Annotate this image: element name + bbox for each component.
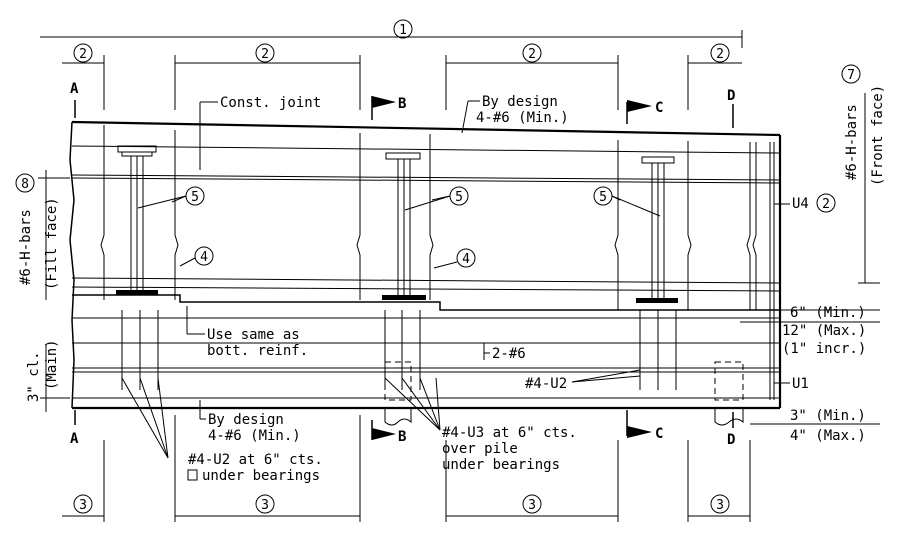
stirrup-zone-edges — [100, 125, 757, 310]
label-fill-face-2: (Fill face) — [44, 197, 60, 290]
dim-max4: 4" (Max.) — [790, 428, 866, 444]
girder-1 — [116, 145, 158, 295]
piles — [384, 361, 744, 426]
note-by-design-bot-1: By design — [208, 412, 284, 428]
callout-2-u4: 2 — [822, 197, 830, 212]
callout-4-a: 4 — [200, 250, 208, 265]
note-u2-bar: #4-U2 — [525, 376, 567, 392]
girder-3 — [636, 156, 678, 303]
callout-5-a: 5 — [191, 190, 199, 205]
callout-7: 7 — [847, 68, 855, 83]
note-use-same-1: Use same as — [207, 327, 300, 343]
girder-2 — [382, 152, 426, 300]
callout-4-b: 4 — [462, 252, 470, 267]
callout-2-a: 2 — [79, 47, 87, 62]
dim-max12: 12" (Max.) — [782, 323, 866, 339]
note-u2-cts-2: under bearings — [202, 468, 320, 484]
note-u1: U1 — [792, 376, 809, 392]
label-clear-1: 3" cl. — [26, 351, 42, 402]
pier-cap-outline — [69, 120, 782, 410]
notes: Const. joint By design 4-#6 (Min.) Use s… — [121, 94, 880, 484]
note-by-design-top-2: 4-#6 (Min.) — [476, 110, 569, 126]
label-fill-face-1: #6-H-bars — [18, 209, 34, 285]
callout-2-d: 2 — [716, 47, 724, 62]
callout-5-c: 5 — [599, 190, 607, 205]
dim-incr1: (1" incr.) — [782, 341, 866, 357]
label-front-face-1: #6-H-bars — [844, 104, 860, 180]
note-u3-cts-2: over pile — [442, 441, 518, 457]
callout-2-b: 2 — [261, 47, 269, 62]
callout-3-a: 3 — [79, 498, 87, 513]
note-use-same-2: bott. reinf. — [207, 343, 308, 359]
section-a-top: A — [70, 81, 79, 97]
section-b-bottom: B — [398, 429, 406, 445]
note-u3-cts-1: #4-U3 at 6" cts. — [442, 425, 577, 441]
callout-2-c: 2 — [528, 47, 536, 62]
note-u4: U4 — [792, 196, 809, 212]
label-clear-2: (Main) — [44, 339, 60, 390]
section-c-bottom: C — [655, 426, 663, 442]
callout-3-d: 3 — [716, 498, 724, 513]
section-markers: A A B B C C D D — [70, 81, 735, 448]
dimension-bottom-row: 3 3 3 3 — [62, 415, 751, 522]
section-a-bottom: A — [70, 431, 79, 447]
note-u2-cts-1: #4-U2 at 6" cts. — [188, 452, 323, 468]
note-u3-cts-3: under bearings — [442, 457, 560, 473]
dimension-top-row: 2 2 2 2 — [62, 43, 742, 110]
callouts-4-5: 5 5 5 4 4 — [137, 186, 661, 269]
dim-min3: 3" (Min.) — [790, 408, 866, 424]
note-by-design-bot-2: 4-#6 (Min.) — [208, 428, 301, 444]
callout-3-b: 3 — [261, 498, 269, 513]
note-by-design-top-1: By design — [482, 94, 558, 110]
note-const-joint: Const. joint — [220, 95, 321, 111]
dimension-overall: 1 — [40, 19, 743, 48]
section-c-top: C — [655, 100, 663, 116]
dim-min6: 6" (Min.) — [790, 305, 866, 321]
callout-5-b: 5 — [455, 190, 463, 205]
callout-1: 1 — [399, 23, 407, 38]
note-two-bars: 2-#6 — [492, 346, 526, 362]
label-front-face-2: (Front face) — [870, 85, 886, 186]
callout-3-c: 3 — [528, 498, 536, 513]
section-b-top: B — [398, 96, 406, 112]
vertical-labels: #6-H-bars 7 (Front face) #6-H-bars 8 (Fi… — [15, 64, 886, 412]
section-d-bottom: D — [727, 432, 735, 448]
callout-8: 8 — [21, 177, 29, 192]
section-d-top: D — [727, 88, 735, 104]
